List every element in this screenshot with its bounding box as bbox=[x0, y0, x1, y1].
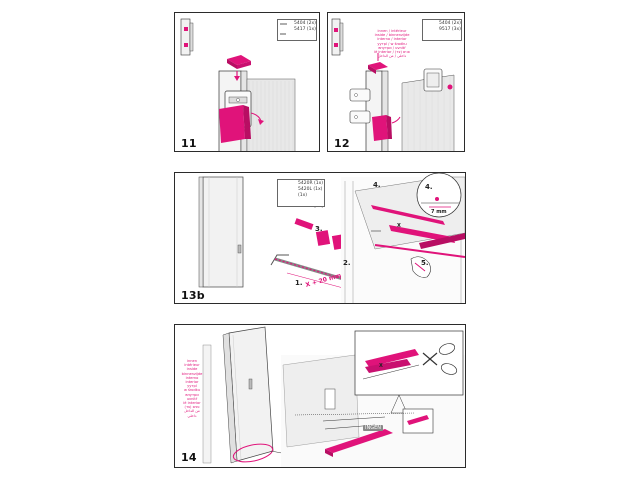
callout-step-3: 3. bbox=[315, 225, 323, 233]
inside-label-line: binnenzijde bbox=[181, 371, 203, 376]
inside-label-line: uvnitř bbox=[186, 396, 198, 401]
inside-label-line: iè interior bbox=[183, 401, 201, 406]
inside-label-line: innen bbox=[186, 359, 198, 363]
hinge-mounting-illustration bbox=[331, 18, 455, 151]
part-code: 5404 (2x) bbox=[439, 21, 461, 26]
inside-label-line: w środku bbox=[183, 388, 201, 393]
inside-label-line: iè interior / (צד) פנים bbox=[374, 50, 410, 55]
inside-label-line: inside bbox=[186, 367, 198, 372]
inside-label-line: innen / intérieur bbox=[377, 29, 407, 33]
scissors-icon bbox=[422, 343, 458, 375]
panel-step-12: innen / intérieur inside / binnenzijde i… bbox=[327, 12, 465, 152]
inside-label-line: interno / interior bbox=[377, 37, 407, 42]
part-code: 5417 (1x) bbox=[294, 27, 316, 32]
part-code: 5420L (1x) bbox=[298, 187, 323, 192]
inside-label-line: من الداخل bbox=[184, 409, 200, 414]
inside-label-line: уyтрі bbox=[187, 384, 197, 389]
inside-label-line: داخلي / من الداخل bbox=[377, 54, 407, 59]
parts-list: 5420R (1x) 5420L (1x) (1x) bbox=[277, 179, 325, 207]
panel-step-14: innen intérieur inside binnenzijde inter… bbox=[174, 324, 466, 468]
panel-step-13b: 5420R (1x) 5420L (1x) (1x) 1. 2. 3. 4. 4… bbox=[174, 172, 466, 304]
final-seal-cutting-illustration bbox=[202, 326, 465, 467]
inside-label-line: внутри bbox=[185, 392, 199, 397]
step-number: 12 bbox=[334, 137, 350, 150]
inside-label-line: уyтрі / w środku bbox=[377, 41, 407, 46]
shower-door-illustration bbox=[202, 326, 274, 464]
part-code: 9517 (3x) bbox=[439, 27, 461, 32]
gap-measure: 7 mm bbox=[431, 209, 447, 215]
shower-door-illustration bbox=[198, 176, 244, 288]
inside-label-multilingual: innen intérieur inside binnenzijde inter… bbox=[177, 359, 207, 418]
inside-label-line: داخلي bbox=[187, 413, 197, 418]
seal-strip-installation-illustration bbox=[198, 173, 465, 303]
callout-step-2: 2. bbox=[343, 259, 351, 267]
part-code: 5404 (2x) bbox=[294, 21, 316, 26]
step-number: 13b bbox=[181, 289, 205, 302]
inside-label-line: inside / binnenzijde bbox=[374, 33, 410, 38]
callout-step-4: 4. bbox=[373, 181, 381, 189]
inside-label-line: (צד) פנים bbox=[184, 405, 200, 410]
door-handle-icon bbox=[248, 378, 253, 390]
hinge-assembly-illustration bbox=[180, 18, 296, 151]
x-marker: X bbox=[397, 223, 401, 229]
step-number: 11 bbox=[181, 137, 197, 150]
parts-list: 5404 (2x) 5417 (1x) bbox=[277, 19, 317, 41]
x-marker: X bbox=[379, 363, 383, 369]
inside-label-line: interior bbox=[185, 380, 199, 385]
callout-step-1: 1. bbox=[295, 279, 303, 287]
brand-label: INGEN bbox=[363, 425, 383, 431]
profile-detail-icon bbox=[180, 18, 194, 56]
inside-label-multilingual: innen / intérieur inside / binnenzijde i… bbox=[366, 29, 418, 58]
magnifier-callout-icon bbox=[416, 173, 462, 218]
magnifier-callout-icon bbox=[354, 330, 464, 414]
panel-step-11: 5404 (2x) 5417 (1x) 11 bbox=[174, 12, 320, 152]
callout-step-5: 5. bbox=[421, 259, 429, 267]
inside-label-line: interno bbox=[185, 375, 199, 380]
cap-part-icon bbox=[227, 55, 251, 69]
cover-plate bbox=[219, 105, 251, 143]
hinge-bracket-icon bbox=[349, 88, 371, 124]
part-code: 5420R (1x) bbox=[298, 181, 324, 186]
door-handle-icon bbox=[237, 244, 242, 254]
part-code: (1x) bbox=[298, 193, 308, 198]
profile-detail-icon bbox=[331, 18, 344, 56]
step-number: 14 bbox=[181, 451, 197, 464]
inside-label-line: intérieur bbox=[184, 363, 200, 368]
hand-icon bbox=[410, 256, 431, 278]
parts-list: 5404 (2x) 9517 (3x) bbox=[422, 19, 462, 41]
callout-step-4-detail: 4. bbox=[425, 183, 433, 191]
inside-label-line: внутри / uvnitř bbox=[378, 45, 406, 50]
